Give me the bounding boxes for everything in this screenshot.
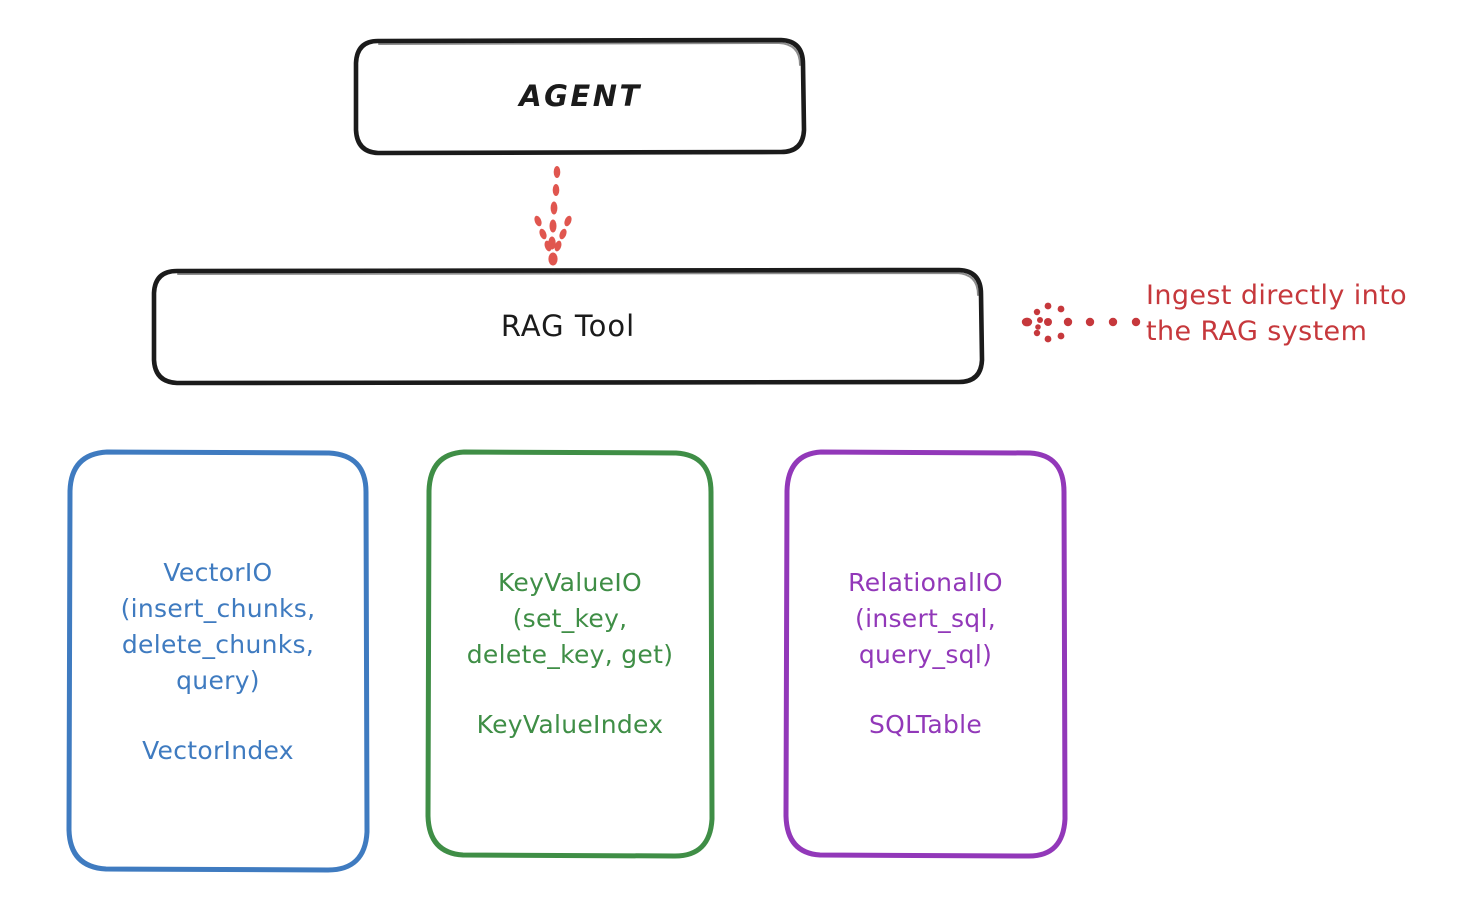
vector-io-index-label: VectorIndex bbox=[142, 735, 294, 765]
ingest-note-arrow bbox=[1021, 302, 1141, 343]
key-value-io-api-label: KeyValueIO (set_key, delete_key, get) bbox=[466, 568, 674, 669]
key-value-io-content: KeyValueIO (set_key, delete_key, get) Ke… bbox=[428, 565, 712, 743]
relational-io-content: RelationalIO (insert_sql, query_sql) SQL… bbox=[786, 565, 1065, 743]
node-agent-label: AGENT bbox=[519, 78, 642, 113]
ingest-note-text: Ingest directly into the RAG system bbox=[1146, 280, 1408, 347]
relational-io-api-label: RelationalIO (insert_sql, query_sql) bbox=[848, 568, 1003, 669]
key-value-io-index-label: KeyValueIndex bbox=[476, 710, 664, 739]
relational-io-index-label: SQLTable bbox=[868, 710, 983, 739]
vector-io-content: VectorIO (insert_chunks, delete_chunks, … bbox=[69, 555, 367, 769]
agent-to-rag-tool-arrow bbox=[534, 166, 572, 266]
node-vector-io[interactable]: VectorIO (insert_chunks, delete_chunks, … bbox=[69, 451, 367, 872]
node-relational-io[interactable]: RelationalIO (insert_sql, query_sql) SQL… bbox=[786, 451, 1065, 857]
node-rag-tool[interactable]: RAG Tool bbox=[154, 269, 982, 384]
node-key-value-io[interactable]: KeyValueIO (set_key, delete_key, get) Ke… bbox=[428, 451, 712, 857]
vector-io-api-label: VectorIO (insert_chunks, delete_chunks, … bbox=[120, 557, 316, 695]
node-rag-tool-label: RAG Tool bbox=[500, 308, 636, 343]
node-agent[interactable]: AGENT bbox=[356, 39, 805, 154]
